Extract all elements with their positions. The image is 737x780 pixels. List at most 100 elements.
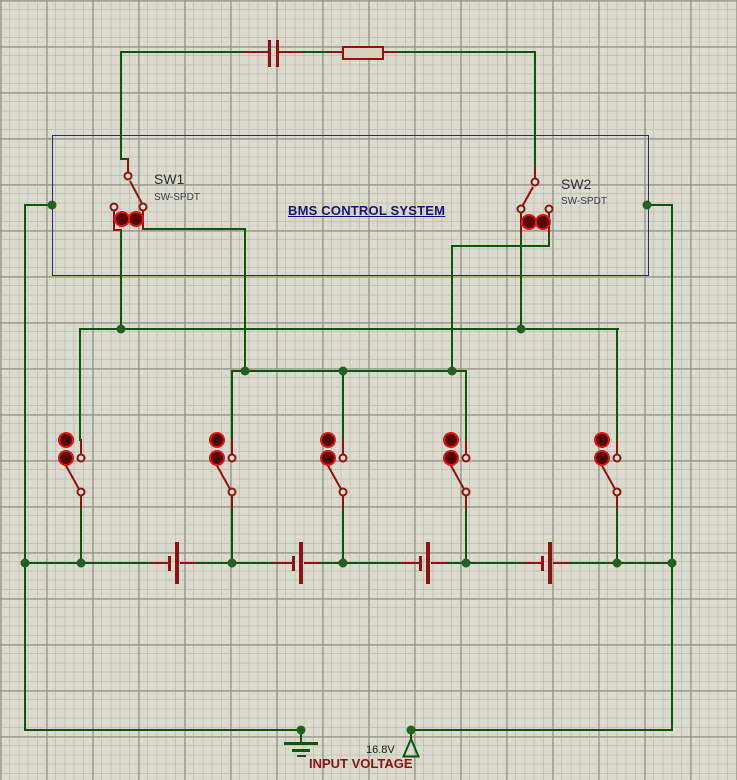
switch-terminal-top — [338, 453, 348, 463]
junction-dot — [240, 366, 250, 376]
cell-switch-5-toggle-up[interactable]: ← — [594, 432, 610, 448]
cell-switch-3-toggle-down[interactable]: → — [320, 450, 336, 466]
battery-lead — [304, 562, 320, 564]
sw2-pole-terminal — [530, 177, 540, 187]
arrow-left-icon: ← — [446, 434, 456, 446]
junction-dot — [116, 324, 126, 334]
battery-lead — [275, 562, 292, 564]
wire-segment — [120, 51, 122, 160]
wire-segment — [465, 370, 467, 441]
sw1-pole-stub — [127, 158, 129, 173]
capacitor-plate — [268, 40, 271, 67]
wire-segment — [646, 204, 673, 206]
arrow-right-icon: → — [131, 213, 141, 225]
wire-segment — [24, 204, 26, 731]
cell-switch-1-toggle-down[interactable]: → — [58, 450, 74, 466]
wire-segment — [142, 228, 246, 230]
switch-terminal-top — [227, 453, 237, 463]
cell-switch-2-toggle-down[interactable]: → — [209, 450, 225, 466]
ground-bar — [284, 742, 318, 745]
arrow-right-icon: → — [61, 452, 71, 464]
wire-segment — [396, 51, 536, 53]
sw2-toggle-right-button[interactable]: → — [535, 214, 551, 230]
junction-dot — [516, 324, 526, 334]
battery-lead — [180, 562, 196, 564]
wire-segment — [446, 562, 525, 564]
capacitor-plate — [276, 40, 279, 67]
wire-segment — [231, 508, 233, 564]
cell-switch-4-toggle-down[interactable]: → — [443, 450, 459, 466]
battery-positive-plate — [548, 542, 552, 584]
junction-dot — [406, 725, 416, 735]
battery-lead — [524, 562, 541, 564]
cell-switch-3-toggle-up[interactable]: ← — [320, 432, 336, 448]
switch-stub — [80, 495, 82, 509]
junction-dot — [338, 558, 348, 568]
wire-segment — [616, 328, 618, 441]
input-voltage-label: INPUT VOLTAGE — [309, 756, 413, 771]
battery-negative-plate — [168, 556, 171, 571]
battery-negative-plate — [419, 556, 422, 571]
wire-segment — [465, 508, 467, 564]
resistor-lead — [383, 51, 397, 53]
wire-segment — [231, 370, 467, 372]
switch-stub — [80, 439, 82, 454]
wire-segment — [120, 51, 246, 53]
battery-positive-plate — [299, 542, 303, 584]
switch-terminal-top — [461, 453, 471, 463]
wire-segment — [120, 158, 129, 160]
bms-box-title: BMS CONTROL SYSTEM — [288, 203, 446, 218]
switch-terminal-top — [612, 453, 622, 463]
battery-lead — [431, 562, 447, 564]
wire-segment — [80, 508, 82, 564]
junction-dot — [461, 558, 471, 568]
wire-segment — [410, 729, 673, 731]
sw2-value-label: SW-SPDT — [561, 196, 607, 207]
sw1-toggle-right-button[interactable]: → — [128, 211, 144, 227]
cell-switch-2-toggle-up[interactable]: ← — [209, 432, 225, 448]
wire-segment — [451, 245, 550, 247]
battery-positive-plate — [175, 542, 179, 584]
junction-dot — [612, 558, 622, 568]
wire-segment — [342, 370, 344, 441]
wire-segment — [231, 370, 233, 441]
switch-stub — [616, 495, 618, 509]
arrow-left-icon: ← — [597, 434, 607, 446]
junction-dot — [447, 366, 457, 376]
switch-stub — [231, 495, 233, 509]
sw1-pole-terminal — [123, 171, 133, 181]
arrow-left-icon: ← — [323, 434, 333, 446]
arrow-left-icon: ← — [117, 213, 127, 225]
arrow-right-icon: → — [323, 452, 333, 464]
junction-dot — [76, 558, 86, 568]
wire-segment — [24, 562, 151, 564]
battery-negative-plate — [541, 556, 544, 571]
battery-lead — [151, 562, 168, 564]
battery-negative-plate — [292, 556, 295, 571]
sw1-stub — [113, 229, 122, 231]
junction-dot — [47, 200, 57, 210]
arrow-right-icon: → — [538, 216, 548, 228]
wire-segment — [342, 508, 344, 564]
wire-segment — [451, 245, 453, 372]
battery-lead — [553, 562, 569, 564]
input-terminal-icon — [402, 737, 420, 758]
resistor-lead — [328, 51, 343, 53]
wire-segment — [24, 204, 53, 206]
arrow-right-icon: → — [212, 452, 222, 464]
cell-switch-4-toggle-up[interactable]: ← — [443, 432, 459, 448]
wire-segment — [79, 328, 81, 441]
sw2-reference-label: SW2 — [561, 176, 592, 192]
junction-dot — [296, 725, 306, 735]
switch-stub — [231, 439, 233, 454]
junction-dot — [338, 366, 348, 376]
wire-segment — [24, 729, 302, 731]
wire-segment — [520, 234, 522, 330]
wire-segment — [79, 328, 619, 330]
cell-switch-1-toggle-up[interactable]: ← — [58, 432, 74, 448]
sw2-pole-stub — [534, 166, 536, 180]
battery-positive-plate — [426, 542, 430, 584]
junction-dot — [667, 558, 677, 568]
cell-switch-5-toggle-down[interactable]: → — [594, 450, 610, 466]
